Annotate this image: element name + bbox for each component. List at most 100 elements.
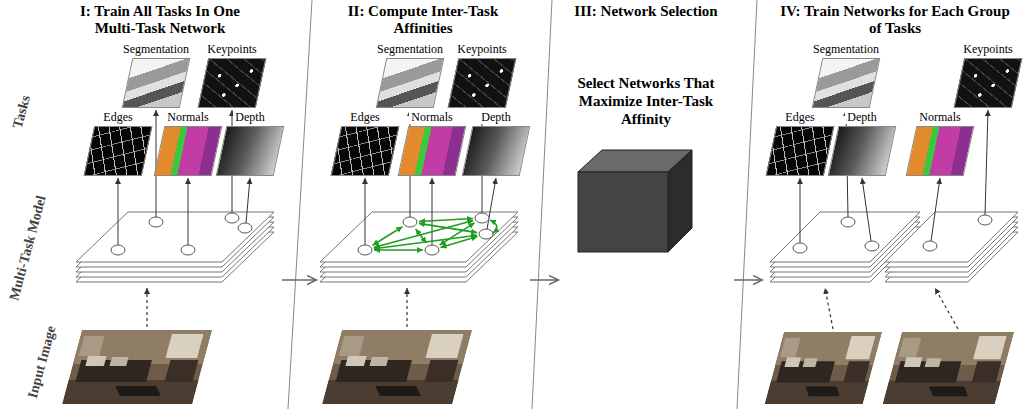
panel-heading: III: Network Selection	[561, 3, 731, 20]
task-output: Normals	[403, 110, 461, 176]
head-line	[985, 110, 988, 215]
axis-label: Input Image	[25, 324, 60, 400]
head-line	[862, 178, 871, 241]
model-layer	[885, 212, 1018, 262]
task-label: Depth	[479, 110, 512, 124]
task-label: Keypoints	[455, 42, 508, 56]
task-map	[906, 126, 975, 176]
task-map	[376, 58, 445, 108]
panel-divider	[288, 0, 312, 409]
panel-heading: IV: Train Networks for Each Group of Tas…	[780, 3, 1010, 37]
task-label: Segmentation	[121, 42, 191, 56]
affinity-arrow	[373, 227, 403, 245]
affinity-arrow	[416, 229, 427, 243]
stage-arrow	[734, 279, 762, 281]
head-line	[931, 178, 940, 241]
task-output: Depth	[467, 110, 525, 176]
task-map	[154, 126, 223, 176]
task-head	[978, 215, 992, 225]
stage-arrow	[282, 279, 316, 281]
task-label: Normals	[165, 110, 210, 124]
task-map	[766, 126, 835, 176]
room-photo	[883, 332, 1014, 404]
task-output: Edges	[336, 110, 394, 176]
task-head	[923, 241, 937, 251]
head-line	[188, 178, 189, 245]
task-label: Edges	[348, 110, 381, 124]
input-arrow	[406, 288, 407, 327]
task-map	[828, 126, 897, 176]
task-label: Edges	[783, 110, 816, 124]
task-label: Depth	[233, 110, 266, 124]
task-output: Edges	[89, 110, 147, 176]
task-map	[954, 58, 1023, 108]
task-output: Segmentation	[375, 42, 445, 108]
task-head	[403, 217, 417, 227]
task-head	[865, 241, 879, 251]
input-image	[322, 330, 472, 404]
task-head	[841, 217, 855, 227]
task-output: Keypoints	[203, 42, 261, 108]
task-head	[225, 213, 239, 223]
task-label: Keypoints	[961, 42, 1014, 56]
stage-panel: I: Train All Tasks In One Multi-Task Net…	[40, 0, 280, 409]
task-output: Normals	[159, 110, 217, 176]
axis-label: Multi-Task Model	[6, 194, 49, 302]
task-label: Normals	[409, 110, 454, 124]
task-head	[149, 217, 163, 227]
task-output: Depth	[833, 110, 891, 176]
panel-heading: I: Train All Tasks In One Multi-Task Net…	[60, 3, 260, 37]
task-output: Keypoints	[959, 42, 1017, 108]
task-map	[198, 58, 267, 108]
head-line	[365, 178, 366, 245]
input-image	[883, 332, 1014, 404]
head-line	[432, 178, 433, 245]
input-image	[62, 330, 212, 404]
task-map	[84, 126, 153, 176]
task-head	[111, 245, 125, 255]
task-map	[812, 58, 881, 108]
input-image	[765, 332, 882, 404]
selector-cube	[668, 150, 692, 252]
task-output: Normals	[911, 110, 969, 176]
task-map	[216, 126, 285, 176]
task-output: Segmentation	[811, 42, 881, 108]
affinity-arrow	[374, 249, 423, 251]
panel-divider	[737, 0, 757, 409]
stage-arrow	[530, 279, 558, 281]
task-map	[448, 58, 517, 108]
task-head	[475, 213, 489, 223]
stage-panel: III: Network SelectionSelect Networks Th…	[560, 0, 732, 409]
task-label: Edges	[101, 110, 134, 124]
input-arrow	[146, 288, 147, 327]
task-label: Segmentation	[375, 42, 445, 56]
room-photo	[765, 332, 882, 404]
task-head	[793, 243, 807, 253]
head-line	[118, 178, 119, 245]
task-head	[479, 229, 493, 239]
panel-divider	[532, 0, 552, 409]
stage-panel: II: Compute Inter-Task AffinitiesSegment…	[318, 0, 528, 409]
selector-cube	[578, 172, 668, 252]
panel-text: Select Networks That Maximize Inter-Task…	[566, 74, 726, 128]
task-map	[462, 126, 531, 176]
room-photo	[62, 330, 212, 404]
task-head	[358, 245, 372, 255]
affinity-arrow	[441, 237, 478, 248]
task-map	[122, 58, 191, 108]
task-output: Keypoints	[453, 42, 511, 108]
task-head	[181, 245, 195, 255]
model-layer	[76, 212, 274, 262]
task-head	[238, 223, 252, 233]
affinity-arrow	[419, 223, 477, 232]
task-output: Edges	[771, 110, 829, 176]
head-line	[246, 178, 250, 223]
panel-heading: II: Compute Inter-Task Affinities	[336, 3, 511, 37]
affinity-arrow	[419, 219, 473, 222]
head-line	[800, 178, 801, 243]
task-label: Depth	[845, 110, 878, 124]
input-arrow	[825, 288, 833, 329]
task-map	[331, 126, 400, 176]
stage-panel: IV: Train Networks for Each Group of Tas…	[764, 0, 1026, 409]
